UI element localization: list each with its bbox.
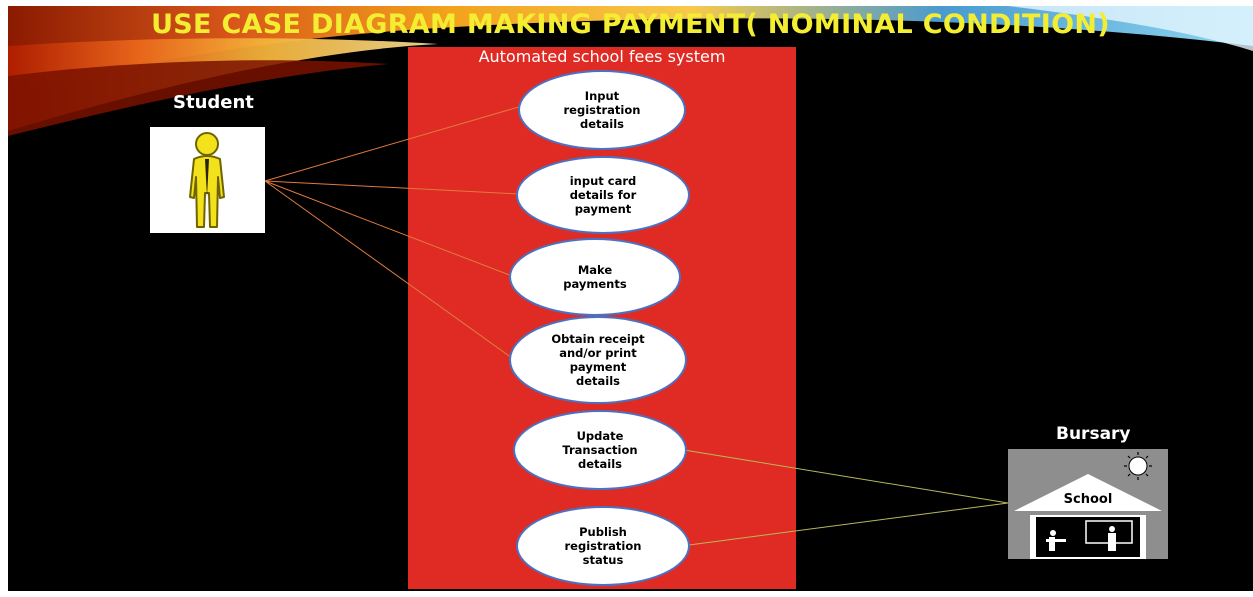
- student-line-2: [264, 180, 521, 195]
- usecase-obtain-receipt[interactable]: Obtain receipt and/or print payment deta…: [509, 316, 687, 404]
- swoosh-lower: [8, 38, 438, 131]
- bursary-line-2: [688, 502, 1009, 546]
- association-lines: [264, 105, 1009, 546]
- usecase-make-payments[interactable]: Make payments: [509, 238, 681, 316]
- usecase-publish-status[interactable]: Publish registration status: [516, 506, 690, 586]
- student-line-1: [264, 105, 523, 182]
- bursary-actor[interactable]: School: [1008, 449, 1168, 559]
- system-title: Automated school fees system: [478, 47, 726, 66]
- usecase-input-card[interactable]: input card details for payment: [516, 156, 690, 234]
- swoosh-white: [1008, 6, 1253, 51]
- student-line-3: [264, 180, 513, 277]
- swoosh-dark: [8, 60, 388, 136]
- bursary-line-1: [683, 449, 1009, 504]
- usecase-input-registration[interactable]: Input registration details: [518, 70, 686, 150]
- slide: USE CASE DIAGRAM MAKING PAYMENT( NOMINAL…: [8, 6, 1253, 591]
- swoosh-upper: [8, 6, 1253, 96]
- student-line-4: [264, 180, 513, 359]
- student-label: Student: [173, 92, 254, 113]
- student-person-icon: [189, 132, 225, 228]
- bursary-label: Bursary: [1056, 424, 1131, 444]
- school-building-icon: [1014, 452, 1162, 559]
- school-label: School: [1063, 492, 1113, 507]
- usecase-update-transaction[interactable]: Update Transaction details: [513, 410, 687, 490]
- student-actor[interactable]: [150, 127, 265, 233]
- slide-title: USE CASE DIAGRAM MAKING PAYMENT( NOMINAL…: [151, 9, 1110, 40]
- slide-background: [8, 6, 1253, 136]
